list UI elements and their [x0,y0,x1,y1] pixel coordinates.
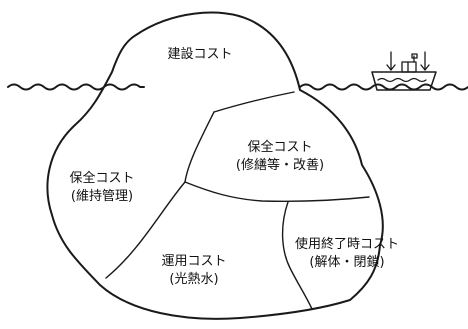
label-maintenance-cost-management: 保全コスト [69,170,134,186]
ship-icon [371,51,437,91]
water-surface-left [7,83,145,91]
divider-right [184,181,370,202]
label-end-of-life-cost-detail: (解体・閉鎖) [309,254,384,270]
water-surface-right [299,83,468,91]
label-operation-cost-detail: (光熱水) [169,272,218,287]
label-construction-cost: 建設コスト [167,46,232,62]
divider-middle [184,111,215,183]
divider-left [105,181,186,279]
label-end-of-life-cost: 使用終了時コスト [295,236,399,252]
label-operation-cost: 運用コスト [161,254,226,269]
label-maintenance-cost-repair-detail: (修繕等・改善) [236,157,324,173]
label-maintenance-cost-repair: 保全コスト [247,139,312,155]
divider-bottom [281,201,313,310]
iceberg-outline [46,11,384,320]
label-maintenance-cost-management-detail: (維持管理) [71,189,133,204]
divider-top [213,91,295,113]
